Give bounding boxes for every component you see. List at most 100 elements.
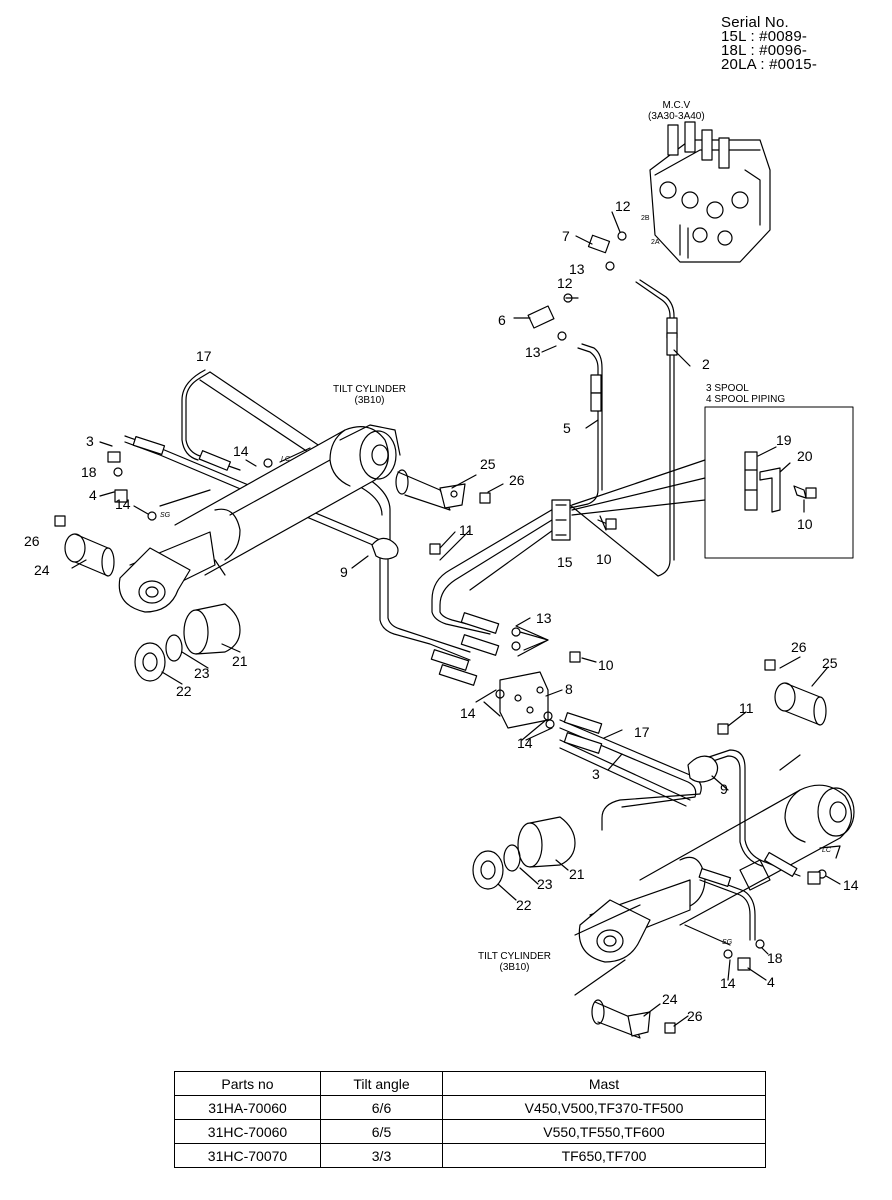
serial-line: 18L : #0096- — [721, 42, 808, 59]
callout-14: 14 — [233, 443, 249, 459]
serial-block: Serial No. 15L : #0089- 18L : #0096- 20L… — [721, 14, 818, 73]
sg-mark: SG — [722, 939, 733, 946]
callout-10: 10 — [596, 551, 612, 567]
ring-23-left — [165, 634, 183, 662]
ring-23-right — [503, 844, 521, 872]
callout-24: 24 — [34, 562, 50, 578]
table-header: Parts no — [174, 1071, 321, 1096]
mcv-valve — [649, 121, 771, 263]
callout-13: 13 — [569, 261, 585, 277]
table-cell: 31HA-70060 — [174, 1095, 321, 1120]
pipe-5 — [569, 347, 599, 509]
callout-24: 24 — [662, 991, 678, 1007]
callout-21: 21 — [569, 866, 585, 882]
table-cell: 31HC-70070 — [174, 1143, 321, 1168]
callout-9: 9 — [720, 781, 728, 797]
callout-14: 14 — [460, 705, 476, 721]
junction-block-8 — [499, 671, 549, 729]
callout-4: 4 — [89, 487, 97, 503]
table-cell: 6/6 — [320, 1095, 443, 1120]
callout-23: 23 — [537, 876, 553, 892]
tilt-cylinder-label-lower: TILT CYLINDER (3B10) — [478, 951, 551, 973]
bushing-21-left — [183, 603, 241, 655]
callout-26: 26 — [509, 472, 525, 488]
callout-10: 10 — [598, 657, 614, 673]
callout-10: 10 — [797, 516, 813, 532]
inset-box — [704, 406, 854, 559]
callout-15: 15 — [557, 554, 573, 570]
washer-22-right — [472, 850, 504, 890]
callout-19: 19 — [776, 432, 792, 448]
callout-14: 14 — [843, 877, 859, 893]
clamp-15 — [551, 499, 571, 541]
table-row: 31HC-70070 3/3 TF650,TF700 — [174, 1143, 766, 1168]
pipe-2 — [569, 281, 671, 577]
callout-26: 26 — [791, 639, 807, 655]
callout-22: 22 — [516, 897, 532, 913]
pin-24-right — [591, 999, 651, 1039]
serial-heading: Serial No. — [721, 14, 789, 31]
port-2b-label: 2B — [641, 215, 650, 222]
callout-23: 23 — [194, 665, 210, 681]
callout-3: 3 — [592, 766, 600, 782]
lc-mark: LC — [822, 847, 831, 854]
callout-13: 13 — [525, 344, 541, 360]
table-cell: 31HC-70060 — [174, 1119, 321, 1144]
callout-14: 14 — [517, 735, 533, 751]
parts-table: Parts no Tilt angle Mast 31HA-70060 6/6 … — [174, 1071, 766, 1168]
callout-11: 11 — [459, 522, 474, 538]
callout-22: 22 — [176, 683, 192, 699]
callout-17: 17 — [634, 724, 650, 740]
table-row: 31HC-70060 6/5 V550,TF550,TF600 — [174, 1119, 766, 1144]
lc-mark: LC — [281, 456, 290, 463]
tilt-cylinder-left — [118, 424, 401, 613]
callout-18: 18 — [767, 950, 783, 966]
callout-5: 5 — [563, 420, 571, 436]
callout-26: 26 — [24, 533, 40, 549]
pin-25-left — [395, 469, 466, 511]
table-header: Mast — [442, 1071, 766, 1096]
table-cell: TF650,TF700 — [442, 1143, 766, 1168]
table-header: Tilt angle — [320, 1071, 443, 1096]
spool-piping-label: 3 SPOOL 4 SPOOL PIPING — [706, 383, 786, 405]
exploded-diagram — [54, 121, 855, 1039]
table-cell: 3/3 — [320, 1143, 443, 1168]
callout-7: 7 — [562, 228, 570, 244]
table-cell: 6/5 — [320, 1119, 443, 1144]
port-2a-label: 2A — [651, 239, 660, 246]
callout-17: 17 — [196, 348, 212, 364]
table-cell: V550,TF550,TF600 — [442, 1119, 766, 1144]
tilt-cylinder-label-upper: TILT CYLINDER (3B10) — [333, 384, 406, 406]
callout-25: 25 — [822, 655, 838, 671]
washer-22-left — [134, 642, 166, 682]
callout-6: 6 — [498, 312, 506, 328]
pin-25-right — [774, 682, 827, 726]
table-cell: V450,V500,TF370-TF500 — [442, 1095, 766, 1120]
callout-20: 20 — [797, 448, 813, 464]
serial-line: 20LA : #0015- — [721, 56, 818, 73]
inset-clamp — [744, 446, 817, 513]
callout-4: 4 — [767, 974, 775, 990]
callout-2: 2 — [702, 356, 710, 372]
mcv-label: M.C.V (3A30-3A40) — [648, 100, 705, 122]
callout-13: 13 — [536, 610, 552, 626]
callout-3: 3 — [86, 433, 94, 449]
callout-11: 11 — [739, 700, 754, 716]
callout-18: 18 — [81, 464, 97, 480]
bushing-21-right — [517, 816, 576, 868]
callout-12: 12 — [557, 275, 573, 291]
callout-9: 9 — [340, 564, 348, 580]
pin-24-left — [64, 533, 115, 577]
table-row: 31HA-70060 6/6 V450,V500,TF370-TF500 — [174, 1095, 766, 1120]
callout-14: 14 — [115, 496, 131, 512]
callout-26: 26 — [687, 1008, 703, 1024]
callout-12: 12 — [615, 198, 631, 214]
serial-line: 15L : #0089- — [721, 28, 808, 45]
pipe-17-upper — [185, 371, 241, 471]
callout-8: 8 — [565, 681, 573, 697]
callout-21: 21 — [232, 653, 248, 669]
callout-14: 14 — [720, 975, 736, 991]
callout-25: 25 — [480, 456, 496, 472]
sg-mark: SG — [160, 512, 171, 519]
table-header-row: Parts no Tilt angle Mast — [174, 1071, 766, 1096]
